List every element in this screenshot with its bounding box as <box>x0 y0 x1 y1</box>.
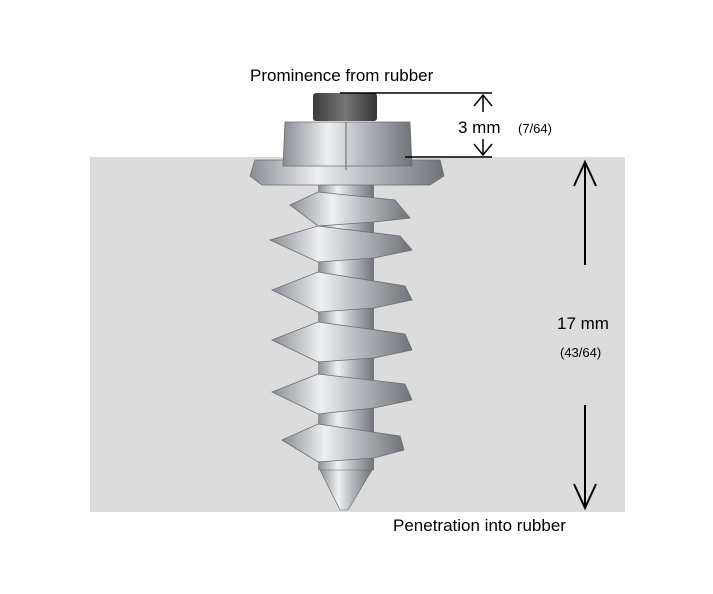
penetration-label: Penetration into rubber <box>393 516 566 535</box>
penetration-dimension <box>573 159 597 511</box>
penetration-mm: 17 mm <box>557 314 609 333</box>
penetration-inch: (43/64) <box>560 345 602 360</box>
prominence-label: Prominence from rubber <box>250 66 434 85</box>
prominence-mm: 3 mm <box>458 118 501 137</box>
stud-icon <box>249 93 445 511</box>
prominence-inch: (7/64) <box>518 121 552 136</box>
prominence-dimension <box>340 92 493 158</box>
